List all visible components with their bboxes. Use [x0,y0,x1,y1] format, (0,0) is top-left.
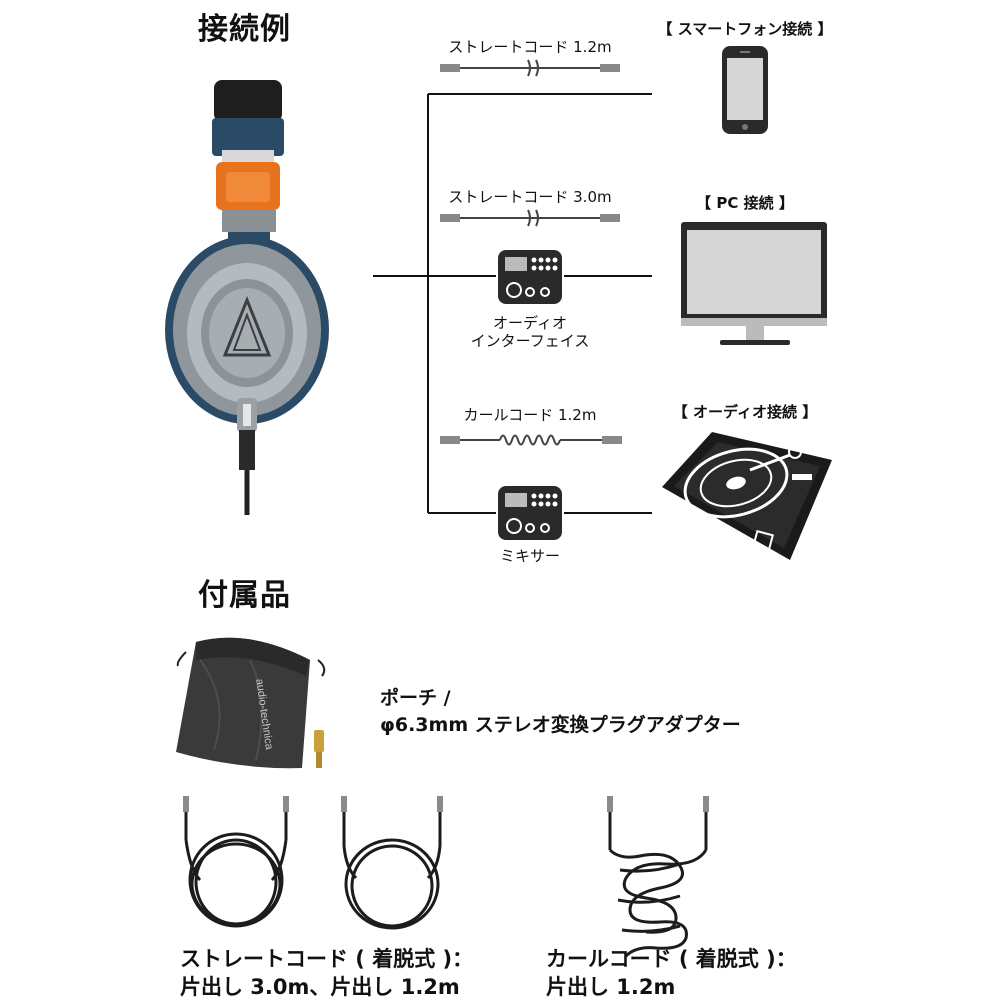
pc-monitor-icon [681,222,827,345]
turntable-icon [662,432,832,560]
curl-cable-image [608,800,708,958]
headphones-image [165,80,329,515]
connection-section-title: 接続例 [198,12,291,47]
pouch-image [176,637,326,769]
audio-interface-label: オーディオ [493,314,567,332]
jack-plugs [183,796,709,812]
curl-cable-length: 片出し 1.2m [546,975,676,999]
straight-cable-12-image [342,800,442,930]
mixer-icon [498,486,562,540]
audio-connection-label: 【 オーディオ接続 】 [672,403,818,421]
smartphone-connection-label: 【 スマートフォン接続 】 [657,20,833,38]
audio-interface-icon [498,250,562,304]
connection-lines [373,93,652,514]
curl-cable-icon [440,434,622,446]
cable-icon [440,59,620,77]
cable-icon [440,209,620,227]
straight-cable-lengths: 片出し 3.0m、片出し 1.2m [180,975,460,999]
cable-label-curl-12: カールコード 1.2m [463,406,597,424]
accessories-section-title: 付属品 [198,578,291,613]
curl-cable-caption: カールコード ( 着脱式 )： [546,947,797,971]
straight-cable-30-image [184,800,288,928]
cable-label-straight-30: ストレートコード 3.0m [448,188,612,206]
cable-label-straight-12: ストレートコード 1.2m [448,38,612,56]
straight-cable-caption: ストレートコード ( 着脱式 )： [180,947,474,971]
pouch-label: ポーチ / [380,687,451,709]
smartphone-icon [722,46,768,134]
mixer-label: ミキサー [499,547,561,565]
pc-connection-label: 【 PC 接続 】 [696,194,794,212]
adapter-label: φ6.3mm ステレオ変換プラグアダプター [380,714,741,736]
audio-interface-label-line2: インターフェイス [470,332,590,350]
